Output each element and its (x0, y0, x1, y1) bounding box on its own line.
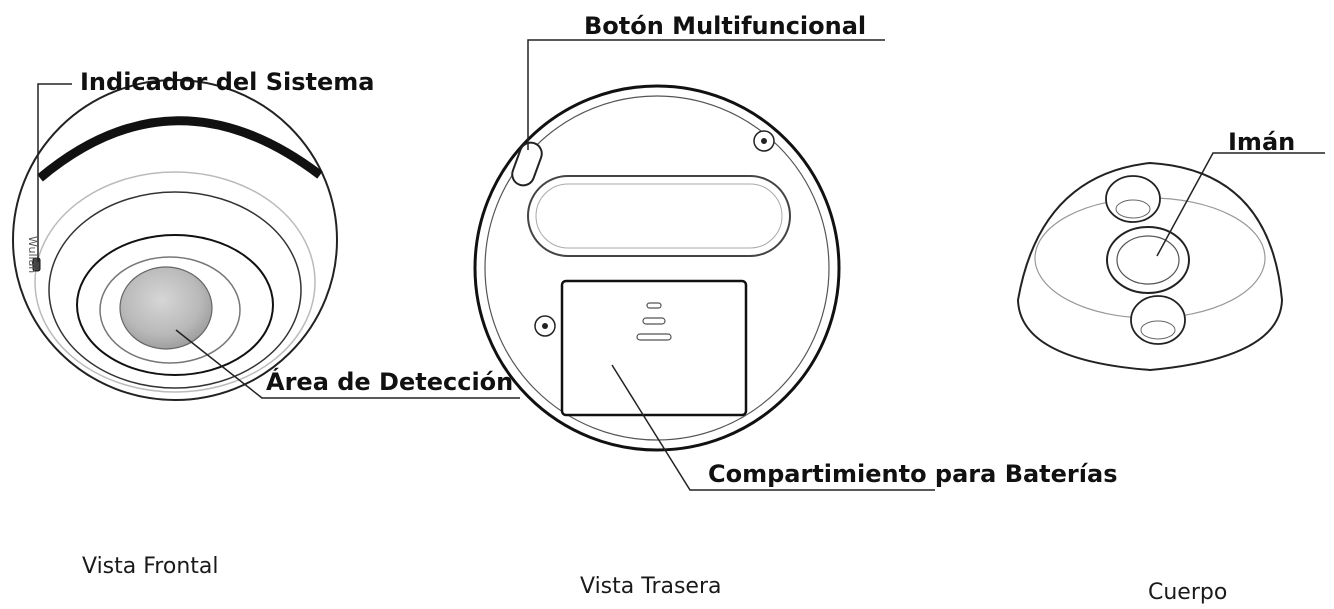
label-detection-area: Área de Detección (266, 368, 514, 396)
front-view-drawing: Wulian (12, 79, 520, 401)
label-magnet: Imán (1228, 128, 1296, 156)
back-view-drawing (473, 39, 935, 491)
back-recess (527, 175, 791, 257)
battery-slot-2 (642, 317, 666, 325)
brand-mark: Wulian (26, 236, 39, 273)
label-system-indicator: Indicador del Sistema (80, 68, 375, 96)
front-dome-outline (12, 79, 338, 401)
screw-top-right-center (761, 138, 767, 144)
body-hole-bottom (1130, 295, 1186, 345)
label-battery-compartment: Compartimiento para Baterías (708, 460, 1118, 488)
multifunction-button-leader (527, 39, 885, 150)
magnet (1106, 226, 1190, 294)
caption-front-view: Vista Frontal (82, 554, 219, 579)
detection-area-leader (175, 329, 520, 399)
label-multifunction-button: Botón Multifuncional (584, 12, 867, 40)
front-outer-ring (34, 171, 316, 393)
back-recess-inner (535, 183, 783, 249)
caption-back-view: Vista Trasera (580, 574, 722, 599)
battery-slot-1 (646, 302, 662, 309)
body-hole-bottom-inner (1140, 320, 1176, 340)
front-middle-ring (48, 191, 302, 389)
magnet-leader (1156, 152, 1325, 257)
battery-compartment (560, 279, 748, 417)
system-indicator-leader (37, 83, 72, 262)
screw-bottom-left-center (542, 323, 548, 329)
back-inner-circle (484, 95, 830, 441)
battery-slot-3 (636, 333, 672, 341)
body-hole-top-inner (1115, 199, 1151, 219)
battery-compartment-leader (611, 364, 935, 491)
body-hole-top (1105, 175, 1161, 223)
body-view-drawing (1016, 152, 1325, 372)
multifunction-button (511, 141, 543, 187)
magnet-inner (1116, 235, 1180, 285)
front-top-rim (37, 116, 323, 182)
front-lens-ring (99, 256, 241, 364)
front-inner-ring (76, 234, 274, 376)
caption-body-view: Cuerpo (1148, 580, 1228, 605)
detection-lens (119, 266, 213, 350)
